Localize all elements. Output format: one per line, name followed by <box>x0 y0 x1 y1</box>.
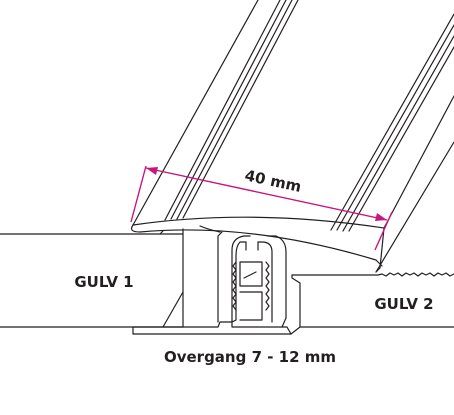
floor-right <box>291 272 454 328</box>
floor-left-label: GULV 1 <box>74 273 133 291</box>
floor-right-label: GULV 2 <box>374 295 433 313</box>
base-rail <box>132 321 301 335</box>
floor-left <box>0 233 184 328</box>
transition-label: Overgang 7 - 12 mm <box>164 348 336 366</box>
clamp-profile <box>217 231 287 328</box>
dimension-line <box>130 165 393 251</box>
cover-profile <box>130 0 454 273</box>
